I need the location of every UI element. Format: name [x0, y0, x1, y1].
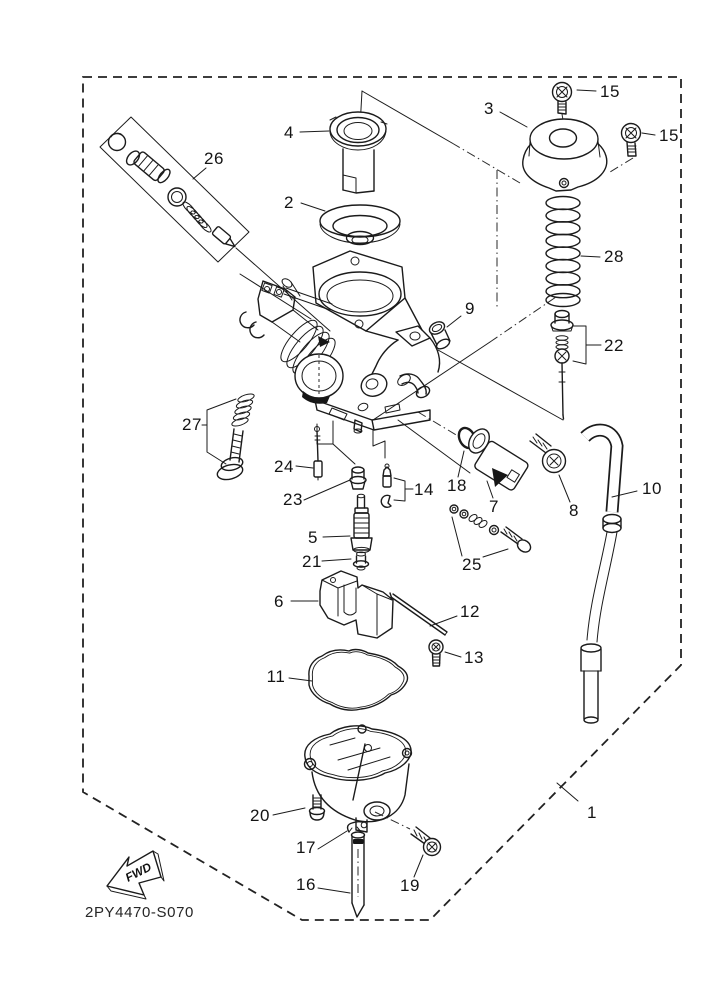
part-11-gasket	[308, 648, 409, 711]
callout-14-label: 14	[414, 480, 434, 499]
spring-26-icon	[182, 201, 212, 233]
callout-14: 14	[393, 477, 434, 502]
callout-7-label: 7	[489, 497, 499, 516]
callout-1-label: 1	[587, 803, 597, 822]
callout-8-label: 8	[569, 501, 579, 520]
callout-12: 12	[429, 602, 480, 627]
carburetor-body	[239, 250, 441, 434]
callout-11-label: 11	[267, 667, 286, 686]
callout-16-label: 16	[296, 875, 316, 894]
callout-17: 17	[296, 830, 348, 857]
callout-20: 20	[250, 806, 306, 825]
part-27-pilot-screw-set	[216, 393, 255, 481]
callout-22-label: 22	[604, 336, 624, 355]
part-15-screw-a	[551, 81, 573, 115]
callout-9-label: 9	[465, 299, 475, 318]
part-22-needle-set	[550, 309, 574, 420]
part-8-screw	[529, 433, 567, 474]
callout-13-label: 13	[464, 648, 484, 667]
part-24-jet-needle	[313, 426, 323, 481]
callout-10: 10	[611, 479, 662, 498]
part-16-drain-pipe	[350, 831, 366, 918]
callout-13: 13	[444, 648, 484, 667]
callout-15a-label: 15	[600, 82, 620, 101]
callout-5: 5	[308, 528, 351, 547]
callout-24: 24	[274, 457, 314, 476]
callout-18: 18	[447, 450, 467, 495]
part-9-plug	[428, 321, 451, 350]
part-4-vacuum-piston	[329, 111, 388, 194]
fwd-direction-marker: FWD	[106, 850, 165, 900]
part-3-top-cover	[522, 118, 608, 192]
callout-25-label: 25	[462, 555, 482, 574]
part-6-float	[319, 570, 394, 639]
part-23-needle-jet	[349, 466, 367, 490]
callout-19-label: 19	[400, 876, 420, 895]
callout-12-label: 12	[460, 602, 480, 621]
callout-27: 27	[182, 398, 237, 465]
part-19-drain-screw	[410, 826, 442, 857]
callout-6-label: 6	[274, 592, 284, 611]
callout-2: 2	[284, 193, 326, 212]
part-20-screw	[308, 794, 326, 821]
callout-27-label: 27	[182, 415, 202, 434]
float-bowl	[303, 724, 413, 833]
callout-28-label: 28	[604, 247, 624, 266]
callout-4: 4	[284, 123, 330, 142]
callout-23: 23	[283, 479, 351, 509]
part-10-hose	[580, 423, 624, 724]
callout-26: 26	[192, 149, 224, 180]
callout-15b-label: 15	[659, 126, 679, 145]
callout-19: 19	[400, 854, 424, 895]
callout-8: 8	[558, 474, 579, 520]
callout-23-label: 23	[283, 490, 303, 509]
part-5-nozzle	[350, 493, 373, 554]
callout-17-label: 17	[296, 838, 316, 857]
fwd-arrow-icon	[106, 850, 162, 896]
diagram-code: 2PY4470-S070	[85, 904, 194, 921]
callout-24-label: 24	[274, 457, 294, 476]
part-7-starter-plunger	[468, 428, 529, 491]
callout-18-label: 18	[447, 476, 467, 495]
callout-21-label: 21	[302, 552, 322, 571]
part-15-screw-b	[620, 122, 642, 157]
part-25-screw-set	[449, 504, 532, 553]
callout-15a: 15	[576, 82, 620, 101]
assembly-boundary-dashed-border	[82, 76, 682, 921]
callout-11: 11	[267, 667, 313, 686]
callout-25: 25	[451, 516, 509, 574]
callout-2-label: 2	[284, 193, 294, 212]
callout-28: 28	[580, 247, 624, 266]
part-28-spring	[545, 195, 581, 308]
part-21-main-jet	[352, 551, 370, 571]
callout-9: 9	[446, 299, 475, 328]
callout-20-label: 20	[250, 806, 270, 825]
callout-10-label: 10	[642, 479, 662, 498]
part-13-screw	[428, 639, 444, 667]
callout-26-label: 26	[204, 149, 224, 168]
part-14-needle-valve-set	[380, 463, 392, 509]
callout-1: 1	[556, 782, 597, 822]
callout-22: 22	[572, 325, 624, 365]
callout-16: 16	[296, 875, 351, 894]
part-12-float-pin	[389, 592, 448, 636]
callout-4-label: 4	[284, 123, 294, 142]
part-2-diaphragm	[319, 204, 401, 246]
callout-5-label: 5	[308, 528, 318, 547]
callout-6: 6	[274, 592, 319, 611]
part-26-starter-set	[99, 116, 331, 332]
callout-7: 7	[486, 480, 499, 516]
callout-15b: 15	[641, 126, 679, 145]
callout-21: 21	[302, 552, 352, 571]
axis-lines	[316, 90, 634, 830]
callout-3-label: 3	[484, 99, 494, 118]
callout-labels: 1 2 3 4 5 6 7 8 9 10 11 12 13 14 15	[182, 82, 679, 895]
callout-3: 3	[484, 99, 528, 128]
